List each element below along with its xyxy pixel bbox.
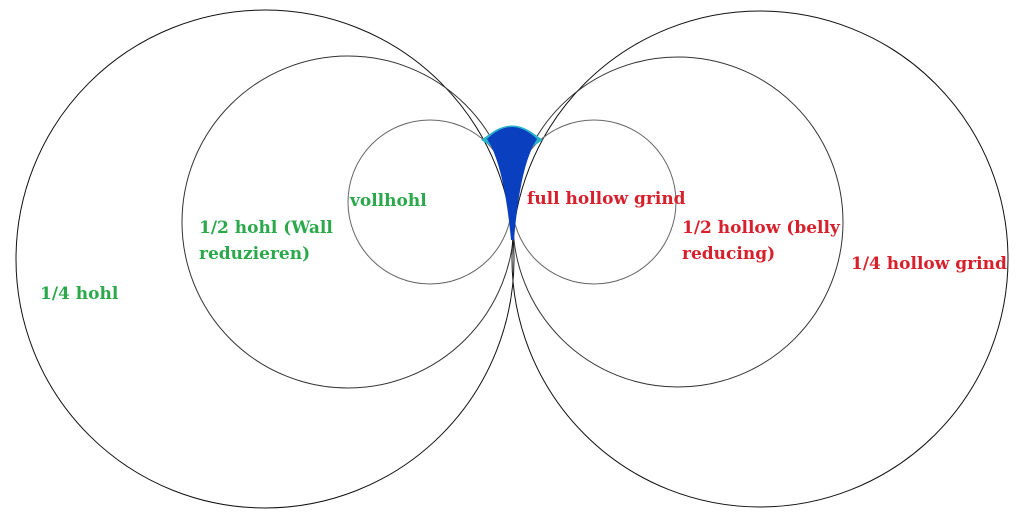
left-quarter-hollow-circle [15, 9, 515, 509]
label-de-full-hollow: vollhohl [350, 191, 427, 211]
label-de-half-hollow-line2: reduzieren) [199, 244, 311, 264]
right-quarter-hollow-circle [511, 10, 1009, 508]
label-de-half-hollow-line1: 1/2 hohl (Wall [199, 218, 333, 238]
label-en-half-hollow-line1: 1/2 hollow (belly [682, 218, 840, 238]
label-en-quarter-hollow: 1/4 hollow grind [851, 254, 1007, 274]
label-en-half-hollow-line2: reducing) [682, 244, 776, 264]
label-en-full-hollow: full hollow grind [527, 189, 686, 209]
label-de-quarter-hollow: 1/4 hohl [40, 284, 119, 304]
blade-cross-section [487, 127, 537, 240]
